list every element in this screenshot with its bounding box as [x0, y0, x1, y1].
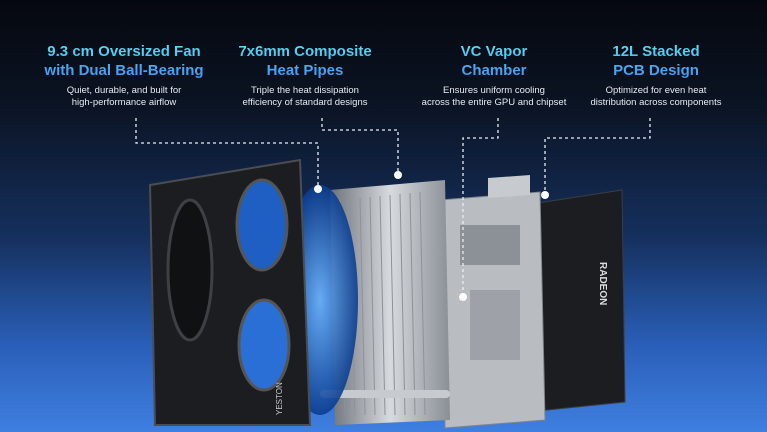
- feature-fan: 9.3 cm Oversized Fan with Dual Ball-Beari…: [24, 42, 224, 109]
- title-line: VC Vapor: [460, 43, 528, 60]
- title-line: 9.3 cm Oversized Fan: [47, 43, 201, 60]
- svg-text:YESTON: YESTON: [275, 382, 284, 415]
- desc-line: Triple the heat dissipation: [251, 85, 359, 96]
- title-line: 7x6mm Composite: [238, 43, 372, 60]
- callout-dot-fan: [314, 185, 322, 193]
- desc-line: Quiet, durable, and built for: [66, 85, 182, 96]
- svg-text:RADEON: RADEON: [597, 262, 608, 305]
- title-line: with Dual Ball-Bearing: [44, 62, 204, 79]
- callout-dot-heatpipes: [394, 171, 402, 179]
- callout-dot-pcb: [541, 191, 549, 199]
- desc-line: distribution across components: [590, 97, 722, 108]
- callout-lines: [135, 118, 651, 296]
- heatsink: [320, 180, 450, 425]
- desc-line: Optimized for even heat: [605, 85, 707, 96]
- desc-line: high-performance airflow: [71, 97, 177, 108]
- desc-line: Ensures uniform cooling: [443, 85, 545, 96]
- title-line: Chamber: [461, 62, 527, 79]
- pcb-components: [460, 225, 520, 265]
- title-line: PCB Design: [613, 62, 699, 79]
- title-line: Heat Pipes: [266, 62, 344, 79]
- desc-line: efficiency of standard designs: [242, 97, 368, 108]
- feature-title: 9.3 cm Oversized Fan with Dual Ball-Beari…: [24, 42, 224, 80]
- desc-line: across the entire GPU and chipset: [421, 97, 567, 108]
- title-line: 12L Stacked: [612, 43, 700, 60]
- callout-dot-vapor-chamber: [459, 293, 467, 301]
- fan-shroud: YESTON: [148, 158, 312, 426]
